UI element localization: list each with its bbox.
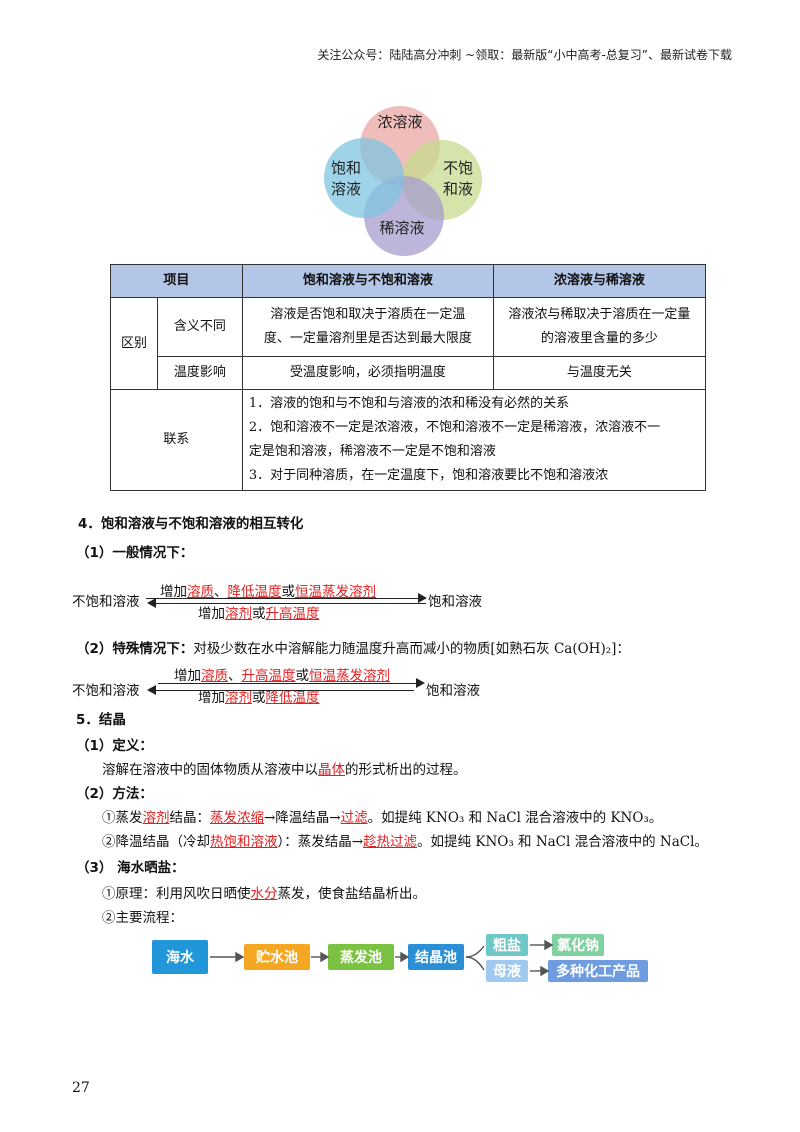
flow1-unsaturated: 不饱和溶液 (72, 594, 140, 610)
method-cooling: ②降温结晶（冷却热饱和溶液）：蒸发结晶→趁热过滤。如提纯 KNO₃ 和 NaCl… (102, 834, 708, 850)
table-group-label: 区别 (110, 297, 158, 390)
table-header-concentrated: 浓溶液与稀溶液 (492, 264, 707, 298)
flow1-arrow-left-line (156, 603, 426, 604)
sea-salt-flow-title: ②主要流程： (102, 910, 183, 926)
section-4-title: 4．饱和溶液与不饱和溶液的相互转化 (78, 516, 304, 532)
section-5-sea-title: （3） 海水晒盐： (76, 860, 185, 876)
flow-box-evaporation: 蒸发池 (328, 944, 394, 970)
flow1-saturated: 饱和溶液 (428, 594, 482, 610)
table-cell: 与温度无关 (492, 356, 707, 390)
flow2-arrow-right-head (416, 678, 425, 688)
table-row-item: 温度影响 (157, 356, 243, 390)
flow2-arrow-left-line (156, 690, 414, 691)
flow1-bottom-label: 增加溶剂或升高温度 (198, 606, 320, 622)
section-4-sub1: （1）一般情况下： (76, 545, 194, 561)
venn-circle-left (324, 138, 404, 218)
venn-label-right: 不饱和液 (442, 159, 473, 198)
table-row-item: 含义不同 (157, 297, 243, 357)
section-5-definition: 溶解在溶液中的固体物质从溶液中以晶体的形式析出的过程。 (102, 762, 467, 778)
section-5-title: 5．结晶 (76, 712, 126, 728)
flow-box-chemical-products: 多种化工产品 (548, 960, 648, 982)
table-cell: 受温度影响，必须指明温度 (241, 356, 494, 390)
table-relation-label: 联系 (110, 389, 243, 491)
flow2-top-label: 增加溶质、升高温度或恒温蒸发溶剂 (174, 668, 390, 684)
table-row: 联系 1．溶液的饱和与不饱和与溶液的浓和稀没有必然的关系 2．饱和溶液不一定是浓… (110, 389, 707, 491)
flow1-arrow-left-head (147, 598, 156, 608)
table-header-saturated: 饱和溶液与不饱和溶液 (241, 264, 494, 298)
flow-box-crude-salt: 粗盐 (486, 934, 528, 956)
section-5-method-title: （2）方法： (76, 786, 153, 802)
venn-diagram: 浓溶液 饱和溶液 不饱和液 稀溶液 (318, 100, 488, 256)
flow-box-sodium-chloride: 氯化钠 (552, 934, 604, 956)
flow2-arrow-right-line (158, 683, 416, 684)
venn-label-bottom: 稀溶液 (379, 219, 425, 237)
sea-salt-principle: ①原理：利用风吹日晒使水分蒸发，使食盐结晶析出。 (102, 886, 426, 902)
table-row: 温度影响 受温度影响，必须指明温度 与温度无关 (111, 356, 707, 390)
flow1-top-label: 增加溶质、降低温度或恒温蒸发溶剂 (160, 584, 376, 600)
page-number: 27 (72, 1080, 90, 1096)
method-evaporation: ①蒸发溶剂结晶：蒸发浓缩→降温结晶→过滤。如提纯 KNO₃ 和 NaCl 混合溶… (102, 810, 663, 826)
section-5-def-title: （1）定义： (76, 738, 153, 754)
page-header: 关注公众号：陆陆高分冲刺 ~领取：最新版“小中高考-总复习”、最新试卷下载 (317, 48, 732, 62)
venn-label-left: 饱和溶液 (330, 159, 361, 198)
comparison-table: 项目 饱和溶液与不饱和溶液 浓溶液与稀溶液 区别 含义不同 溶液是否饱和取决于溶… (110, 264, 707, 491)
table-header-row: 项目 饱和溶液与不饱和溶液 浓溶液与稀溶液 (110, 264, 707, 298)
flow-box-storage: 贮水池 (244, 944, 310, 970)
flow-box-seawater: 海水 (152, 940, 208, 974)
flow2-saturated: 饱和溶液 (426, 683, 480, 699)
flow1-arrow-right-head (418, 593, 427, 603)
table-row: 区别 含义不同 溶液是否饱和取决于溶质在一定温度、一定量溶剂里是否达到最大限度 … (110, 297, 707, 390)
venn-circles (324, 106, 482, 256)
table-header-item: 项目 (110, 264, 243, 298)
table-cell: 溶液浓与稀取决于溶质在一定量的溶液里含量的多少 (492, 297, 707, 357)
flow2-unsaturated: 不饱和溶液 (72, 683, 140, 699)
table-relation-content: 1．溶液的饱和与不饱和与溶液的浓和稀没有必然的关系 2．饱和溶液不一定是浓溶液，… (241, 389, 707, 491)
flow-box-mother-liquor: 母液 (486, 960, 528, 982)
table-cell: 溶液是否饱和取决于溶质在一定温度、一定量溶剂里是否达到最大限度 (241, 297, 494, 357)
flow2-arrow-left-head (147, 685, 156, 695)
venn-label-top: 浓溶液 (377, 113, 423, 131)
section-4-sub2: （2）特殊情况下：对极少数在水中溶解能力随温度升高而减小的物质[如熟石灰 Ca(… (76, 641, 630, 657)
flow2-bottom-label: 增加溶剂或降低温度 (198, 690, 320, 706)
flow-box-crystallization: 结晶池 (408, 944, 464, 970)
flow1-arrow-right-line (146, 598, 418, 599)
